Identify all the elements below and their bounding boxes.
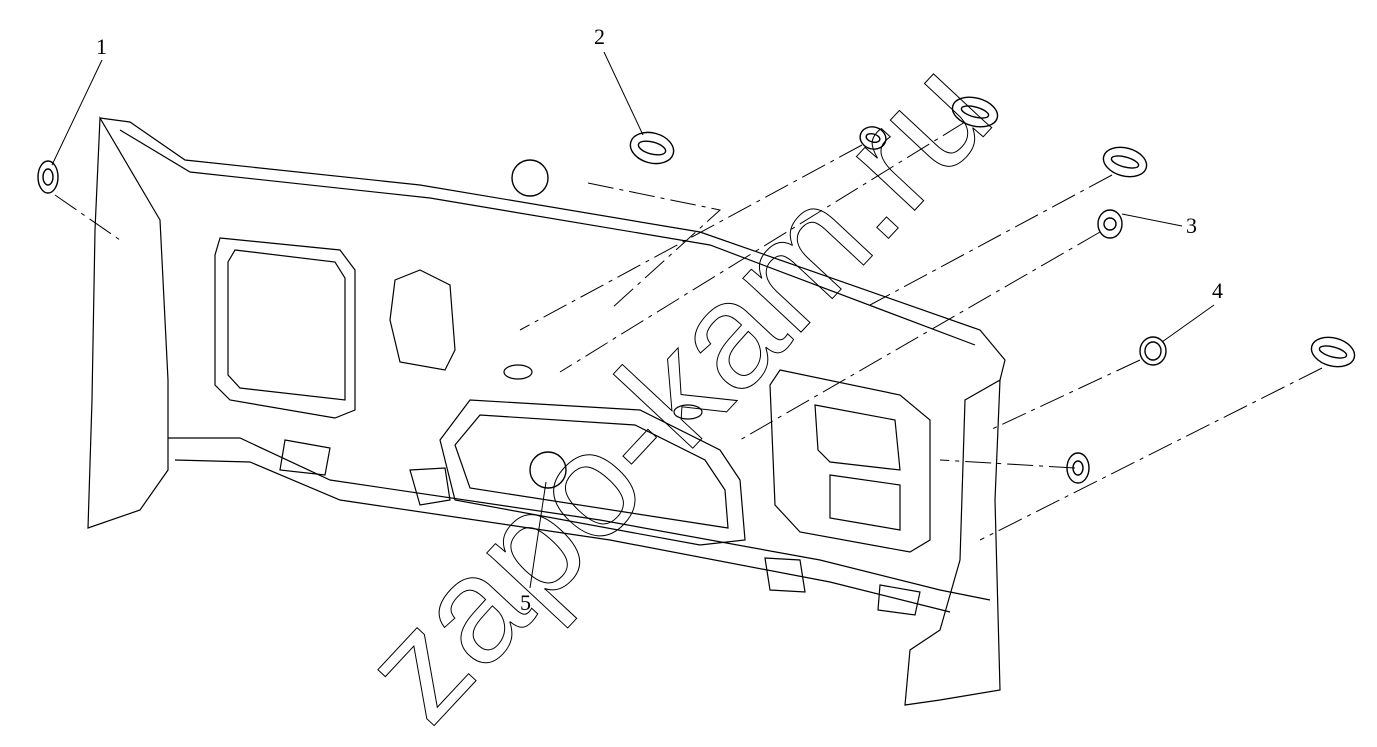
oval-plug-2 xyxy=(629,131,675,165)
right-window-lower xyxy=(829,474,901,531)
leader-4 xyxy=(1161,304,1215,343)
hidden-plug-b xyxy=(529,451,567,489)
watermark: zapo-kam.ru xyxy=(330,27,1022,747)
callout-1: 1 xyxy=(96,34,107,59)
leader-1 xyxy=(51,59,103,166)
hidden-plug-a xyxy=(511,159,549,197)
panel-bottom-edge-inner xyxy=(174,459,951,613)
center-access-inner xyxy=(454,414,729,529)
right-window-opening xyxy=(769,369,931,553)
leader-2 xyxy=(603,51,644,136)
right-hinge xyxy=(764,557,806,593)
callout-2: 2 xyxy=(594,24,605,49)
callouts: 1 2 3 4 5 xyxy=(96,24,1223,615)
callout-3: 3 xyxy=(1186,213,1197,238)
right-window-inner xyxy=(814,404,901,471)
round-grommet-1 xyxy=(37,160,59,194)
oval-plug-2b xyxy=(859,126,887,150)
round-plug-3 xyxy=(1097,209,1123,239)
slot-hole-2 xyxy=(673,404,703,420)
panel-left-edge xyxy=(87,115,169,529)
callout-4: 4 xyxy=(1212,278,1223,303)
oval-plug-2c xyxy=(951,96,999,128)
oval-plug-4b xyxy=(1310,336,1356,368)
leader-lines xyxy=(51,51,1215,589)
assembly-lines xyxy=(54,121,1323,541)
panel-top-edge-inner xyxy=(119,129,976,346)
oval-plug-2d xyxy=(1102,146,1148,178)
left-window-inner xyxy=(227,249,346,401)
left-hinge xyxy=(409,467,451,506)
left-window-opening xyxy=(214,237,356,419)
slot-hole-1 xyxy=(503,364,533,380)
panel-top-edge xyxy=(99,117,1006,381)
right-lower-bracket xyxy=(877,584,921,616)
panel-right-edge xyxy=(904,378,1001,706)
center-access-opening xyxy=(439,399,746,546)
leader-5 xyxy=(529,481,547,589)
left-lower-bracket xyxy=(279,439,331,476)
leader-3 xyxy=(1121,213,1183,227)
callout-5: 5 xyxy=(520,590,531,615)
vent-housing xyxy=(389,269,456,371)
panel-bottom-edge xyxy=(168,437,991,601)
watermark-text: zapo-kam.ru xyxy=(331,28,1022,747)
round-plug-4 xyxy=(1139,336,1167,366)
plugs xyxy=(37,96,1356,489)
rear-panel xyxy=(87,115,1006,706)
